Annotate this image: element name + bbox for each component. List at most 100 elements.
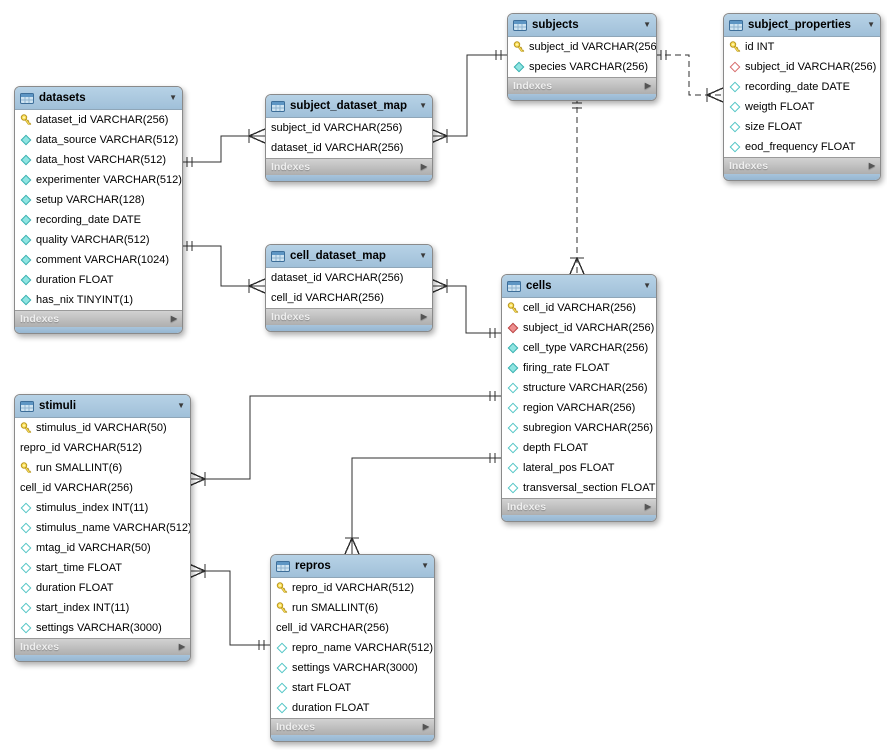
column-row[interactable]: species VARCHAR(256) (508, 57, 656, 77)
column-row[interactable]: recording_date DATE (724, 77, 880, 97)
column-row[interactable]: size FLOAT (724, 117, 880, 137)
column-row[interactable]: depth FLOAT (502, 438, 656, 458)
column-row[interactable]: weigth FLOAT (724, 97, 880, 117)
column-row[interactable]: lateral_pos FLOAT (502, 458, 656, 478)
column-row[interactable]: subject_id VARCHAR(256) (724, 57, 880, 77)
column-row[interactable]: subject_id VARCHAR(256) (508, 37, 656, 57)
relationship-subjects-subject_properties[interactable] (655, 50, 724, 103)
expand-arrow-icon[interactable]: ▶ (170, 314, 177, 323)
collapse-arrow-icon[interactable]: ▼ (419, 251, 427, 260)
collapse-arrow-icon[interactable]: ▼ (177, 401, 185, 410)
table-header[interactable]: stimuli▼ (15, 395, 190, 418)
table-cell_dataset_map[interactable]: cell_dataset_map▼dataset_id VARCHAR(256)… (265, 244, 433, 332)
collapse-arrow-icon[interactable]: ▼ (421, 561, 429, 570)
relationship-datasets-cell_dataset_map[interactable] (181, 241, 266, 294)
relationship-cell_dataset_map-cells[interactable] (430, 278, 501, 338)
expand-arrow-icon[interactable]: ▶ (420, 162, 427, 171)
relationship-subject_dataset_map-subjects[interactable] (430, 50, 507, 144)
indexes-footer[interactable]: Indexes▶ (508, 77, 656, 94)
column-row[interactable]: cell_id VARCHAR(256) (266, 288, 432, 308)
column-row[interactable]: start_index INT(11) (15, 598, 190, 618)
column-row[interactable]: recording_date DATE (15, 210, 182, 230)
column-row[interactable]: stimulus_name VARCHAR(512) (15, 518, 190, 538)
column-row[interactable]: dataset_id VARCHAR(256) (15, 110, 182, 130)
collapse-arrow-icon[interactable]: ▼ (867, 20, 875, 29)
collapse-arrow-icon[interactable]: ▼ (419, 101, 427, 110)
column-row[interactable]: cell_type VARCHAR(256) (502, 338, 656, 358)
column-row[interactable]: data_source VARCHAR(512) (15, 130, 182, 150)
column-row[interactable]: stimulus_id VARCHAR(50) (15, 418, 190, 438)
column-row[interactable]: cell_id VARCHAR(256) (15, 478, 190, 498)
column-row[interactable]: repro_id VARCHAR(512) (271, 578, 434, 598)
column-row[interactable]: cell_id VARCHAR(256) (502, 298, 656, 318)
table-subject_dataset_map[interactable]: subject_dataset_map▼subject_id VARCHAR(2… (265, 94, 433, 182)
table-stimuli[interactable]: stimuli▼stimulus_id VARCHAR(50)repro_id … (14, 394, 191, 662)
indexes-footer[interactable]: Indexes▶ (15, 310, 182, 327)
indexes-footer[interactable]: Indexes▶ (266, 158, 432, 175)
relationship-stimuli-repros[interactable] (188, 563, 270, 650)
relationship-repros-cells[interactable] (344, 453, 501, 555)
table-repros[interactable]: repros▼repro_id VARCHAR(512)run SMALLINT… (270, 554, 435, 742)
column-row[interactable]: start FLOAT (271, 678, 434, 698)
relationship-subjects-cells[interactable] (569, 97, 585, 275)
column-row[interactable]: mtag_id VARCHAR(50) (15, 538, 190, 558)
indexes-footer[interactable]: Indexes▶ (15, 638, 190, 655)
column-row[interactable]: experimenter VARCHAR(512) (15, 170, 182, 190)
indexes-footer[interactable]: Indexes▶ (724, 157, 880, 174)
column-row[interactable]: structure VARCHAR(256) (502, 378, 656, 398)
column-row[interactable]: dataset_id VARCHAR(256) (266, 268, 432, 288)
expand-arrow-icon[interactable]: ▶ (420, 312, 427, 321)
table-header[interactable]: datasets▼ (15, 87, 182, 110)
expand-arrow-icon[interactable]: ▶ (178, 642, 185, 651)
indexes-footer[interactable]: Indexes▶ (271, 718, 434, 735)
table-cells[interactable]: cells▼cell_id VARCHAR(256)subject_id VAR… (501, 274, 657, 522)
column-row[interactable]: setup VARCHAR(128) (15, 190, 182, 210)
expand-arrow-icon[interactable]: ▶ (422, 722, 429, 731)
column-row[interactable]: run SMALLINT(6) (271, 598, 434, 618)
column-row[interactable]: duration FLOAT (15, 270, 182, 290)
indexes-footer[interactable]: Indexes▶ (266, 308, 432, 325)
table-subjects[interactable]: subjects▼subject_id VARCHAR(256)species … (507, 13, 657, 101)
collapse-arrow-icon[interactable]: ▼ (643, 20, 651, 29)
column-row[interactable]: region VARCHAR(256) (502, 398, 656, 418)
table-datasets[interactable]: datasets▼dataset_id VARCHAR(256)data_sou… (14, 86, 183, 334)
table-header[interactable]: cells▼ (502, 275, 656, 298)
column-row[interactable]: id INT (724, 37, 880, 57)
column-row[interactable]: settings VARCHAR(3000) (271, 658, 434, 678)
column-row[interactable]: repro_name VARCHAR(512) (271, 638, 434, 658)
column-row[interactable]: eod_frequency FLOAT (724, 137, 880, 157)
column-row[interactable]: subregion VARCHAR(256) (502, 418, 656, 438)
column-row[interactable]: repro_id VARCHAR(512) (15, 438, 190, 458)
table-header[interactable]: subject_properties▼ (724, 14, 880, 37)
expand-arrow-icon[interactable]: ▶ (644, 81, 651, 90)
collapse-arrow-icon[interactable]: ▼ (643, 281, 651, 290)
column-row[interactable]: run SMALLINT(6) (15, 458, 190, 478)
expand-arrow-icon[interactable]: ▶ (868, 161, 875, 170)
column-row[interactable]: has_nix TINYINT(1) (15, 290, 182, 310)
table-header[interactable]: subjects▼ (508, 14, 656, 37)
table-header[interactable]: subject_dataset_map▼ (266, 95, 432, 118)
collapse-arrow-icon[interactable]: ▼ (169, 93, 177, 102)
relationship-datasets-subject_dataset_map[interactable] (181, 128, 266, 167)
column-row[interactable]: settings VARCHAR(3000) (15, 618, 190, 638)
column-row[interactable]: start_time FLOAT (15, 558, 190, 578)
column-row[interactable]: duration FLOAT (15, 578, 190, 598)
column-row[interactable]: stimulus_index INT(11) (15, 498, 190, 518)
table-header[interactable]: repros▼ (271, 555, 434, 578)
column-row[interactable]: subject_id VARCHAR(256) (502, 318, 656, 338)
column-row[interactable]: firing_rate FLOAT (502, 358, 656, 378)
column-row[interactable]: dataset_id VARCHAR(256) (266, 138, 432, 158)
indexes-footer[interactable]: Indexes▶ (502, 498, 656, 515)
column-row[interactable]: comment VARCHAR(1024) (15, 250, 182, 270)
column-row[interactable]: subject_id VARCHAR(256) (266, 118, 432, 138)
column-row[interactable]: quality VARCHAR(512) (15, 230, 182, 250)
expand-arrow-icon[interactable]: ▶ (644, 502, 651, 511)
column-row[interactable]: transversal_section FLOAT (502, 478, 656, 498)
table-header[interactable]: cell_dataset_map▼ (266, 245, 432, 268)
column-row[interactable]: duration FLOAT (271, 698, 434, 718)
relationship-stimuli-cells[interactable] (188, 391, 501, 487)
column-row[interactable]: cell_id VARCHAR(256) (271, 618, 434, 638)
column-row[interactable]: data_host VARCHAR(512) (15, 150, 182, 170)
